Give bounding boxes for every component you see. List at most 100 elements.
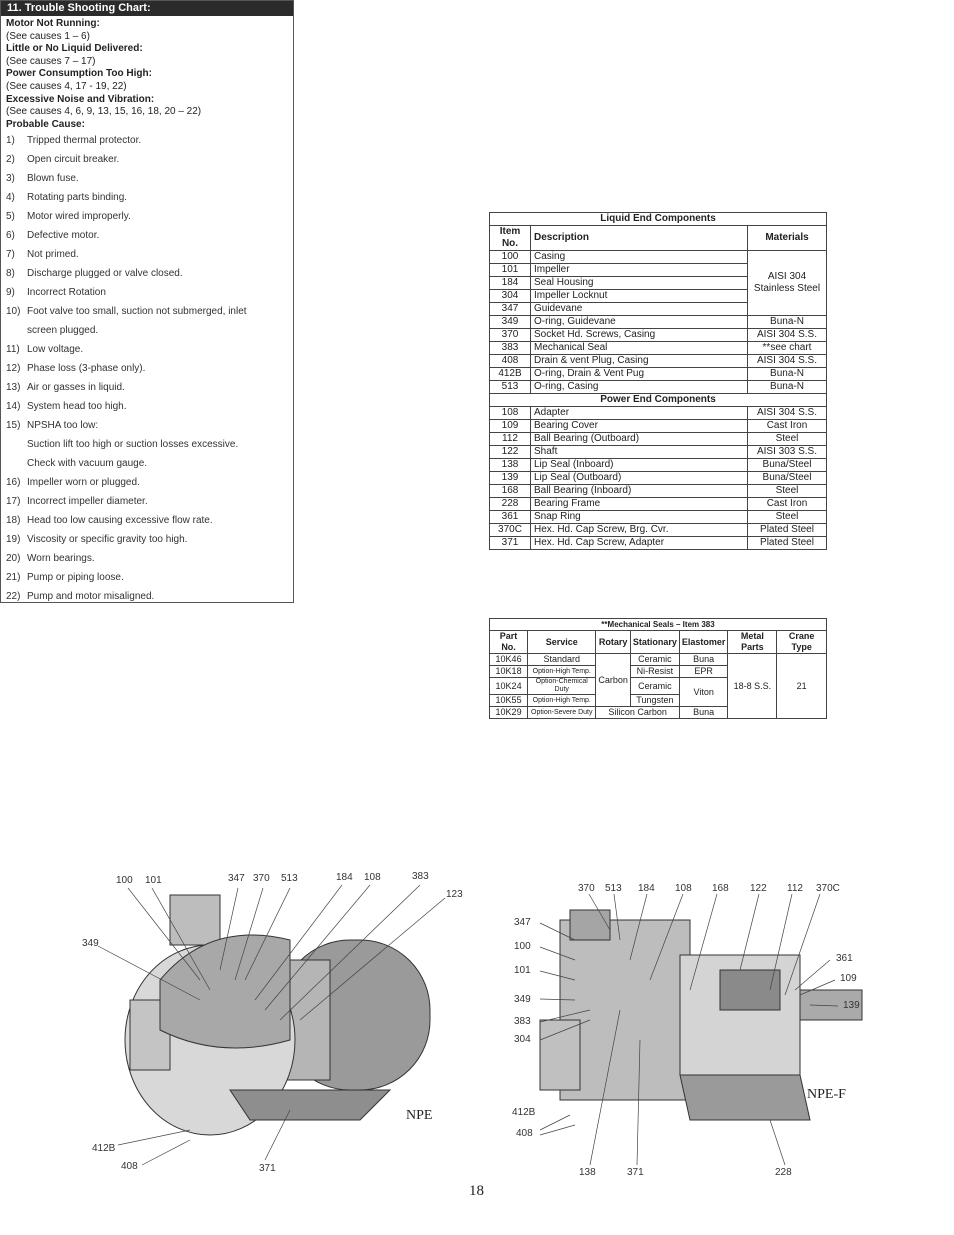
column-header: Metal Parts xyxy=(727,630,778,654)
table-title: Liquid End Components xyxy=(489,212,827,226)
cause-number: 22) xyxy=(6,591,21,603)
elastomer: Viton xyxy=(678,677,729,707)
cause-number: 1) xyxy=(6,135,15,147)
cause-number: 8) xyxy=(6,268,15,280)
callout-label: 101 xyxy=(145,875,162,886)
callout-label: 139 xyxy=(843,1000,860,1011)
item-number: 304 xyxy=(489,289,531,303)
cause-number: 7) xyxy=(6,249,15,261)
item-material: Steel xyxy=(747,484,827,498)
section-see: (See causes 4, 6, 9, 13, 15, 16, 18, 20 … xyxy=(6,106,202,118)
item-description: Hex. Hd. Cap Screw, Brg. Cvr. xyxy=(530,523,748,537)
callout-label: 347 xyxy=(514,917,531,928)
cause-text: Defective motor. xyxy=(27,230,100,242)
cause-item: 19) Viscosity or specific gravity too hig… xyxy=(6,530,288,549)
item-material: AISI 304 Stainless Steel xyxy=(747,250,827,316)
cause-text: Viscosity or specific gravity too high. xyxy=(27,534,188,546)
table-row: **Mechanical Seals – Item 383 xyxy=(489,618,827,631)
column-header: Rotary xyxy=(595,630,631,654)
cause-item: 8) Discharge plugged or valve closed. xyxy=(6,264,288,283)
item-material: Steel xyxy=(747,432,827,446)
item-number: 109 xyxy=(489,419,531,433)
item-number: 168 xyxy=(489,484,531,498)
elastomer: EPR xyxy=(678,665,729,678)
item-number: 370 xyxy=(489,328,531,342)
cause-item: 13)Air or gasses in liquid. xyxy=(6,378,288,397)
part-number: 10K55 xyxy=(488,694,529,707)
callout-label: 361 xyxy=(836,953,853,964)
item-material: Buna-N xyxy=(747,380,827,394)
page-number: 18 xyxy=(469,1183,484,1199)
cause-text: Head too low causing excessive flow rate… xyxy=(27,515,213,527)
leader-lines xyxy=(539,893,839,1166)
cause-item: 21)Pump or piping loose. xyxy=(6,568,288,587)
cause-number: 15) xyxy=(6,420,21,432)
item-description: Impeller Locknut xyxy=(530,289,748,303)
item-number: 101 xyxy=(489,263,531,277)
item-number: 228 xyxy=(489,497,531,511)
item-material: Steel xyxy=(747,510,827,524)
cause-text: Motor wired improperly. xyxy=(27,211,131,223)
part-number: 10K46 xyxy=(488,653,529,666)
callout-label: 513 xyxy=(605,883,622,894)
service: Standard xyxy=(527,653,597,666)
callout-label: 383 xyxy=(412,871,429,882)
callout-label: 408 xyxy=(121,1161,138,1172)
cause-text: Blown fuse. xyxy=(27,173,79,185)
item-description: O-ring, Drain & Vent Pug xyxy=(530,367,748,381)
item-number: 383 xyxy=(489,341,531,355)
cause-number: 17) xyxy=(6,496,21,508)
cause-item: 3)Blown fuse. xyxy=(6,169,288,188)
cause-item: 2)Open circuit breaker. xyxy=(6,150,288,169)
leader-lines xyxy=(97,884,446,1166)
cause-item: 4)Rotating parts binding. xyxy=(6,188,288,207)
item-material: **see chart xyxy=(747,341,827,355)
section-see: (See causes 7 – 17) xyxy=(6,55,96,67)
item-number: 370C xyxy=(489,523,531,537)
item-description: Lip Seal (Inboard) xyxy=(530,458,748,472)
callout-label: 108 xyxy=(675,883,692,894)
cause-number: 19) xyxy=(6,534,21,546)
cause-item: 11)Low voltage. xyxy=(6,340,288,359)
callout-label: 168 xyxy=(712,883,729,894)
item-number: 513 xyxy=(489,380,531,394)
part-number: 10K24 xyxy=(488,677,529,695)
cause-number: 6) xyxy=(6,230,15,242)
item-description: Snap Ring xyxy=(530,510,748,524)
item-material: Buna/Steel xyxy=(747,458,827,472)
cause-text: Foot valve too small, suction not submer… xyxy=(27,306,247,318)
cause-text: Not primed. xyxy=(27,249,79,261)
cause-number: 21) xyxy=(6,572,21,584)
npe-pump-drawing xyxy=(97,884,446,1166)
chart-title: 11. Trouble Shooting Chart: xyxy=(1,1,293,16)
item-description: Adapter xyxy=(530,406,748,420)
callout-label: 100 xyxy=(116,875,133,886)
item-number: 361 xyxy=(489,510,531,524)
item-material: Buna/Steel xyxy=(747,471,827,485)
stationary: Ceramic xyxy=(629,653,680,666)
cause-number: 16) xyxy=(6,477,21,489)
cause-text: Discharge plugged or valve closed. xyxy=(27,268,183,280)
item-description: Drain & vent Plug, Casing xyxy=(530,354,748,368)
callout-label: 100 xyxy=(514,941,531,952)
table-subtitle: Power End Components xyxy=(489,393,827,407)
callout-label: 123 xyxy=(446,889,463,900)
chart-body: Motor Not Running: (See causes 1 – 6) Li… xyxy=(1,16,293,606)
service: Option-Severe Duty xyxy=(527,706,597,719)
cause-number: 10) xyxy=(6,306,21,318)
item-number: 347 xyxy=(489,302,531,316)
callout-label: 371 xyxy=(259,1163,276,1174)
stationary: Tungsten xyxy=(629,694,680,707)
npe-f-tag: NPE-F xyxy=(807,1087,846,1102)
column-header: Materials xyxy=(747,225,827,251)
callout-label: 112 xyxy=(787,883,803,894)
callout-label: 412B xyxy=(512,1107,536,1118)
cause-text: Rotating parts binding. xyxy=(27,192,128,204)
item-description: Seal Housing xyxy=(530,276,748,290)
